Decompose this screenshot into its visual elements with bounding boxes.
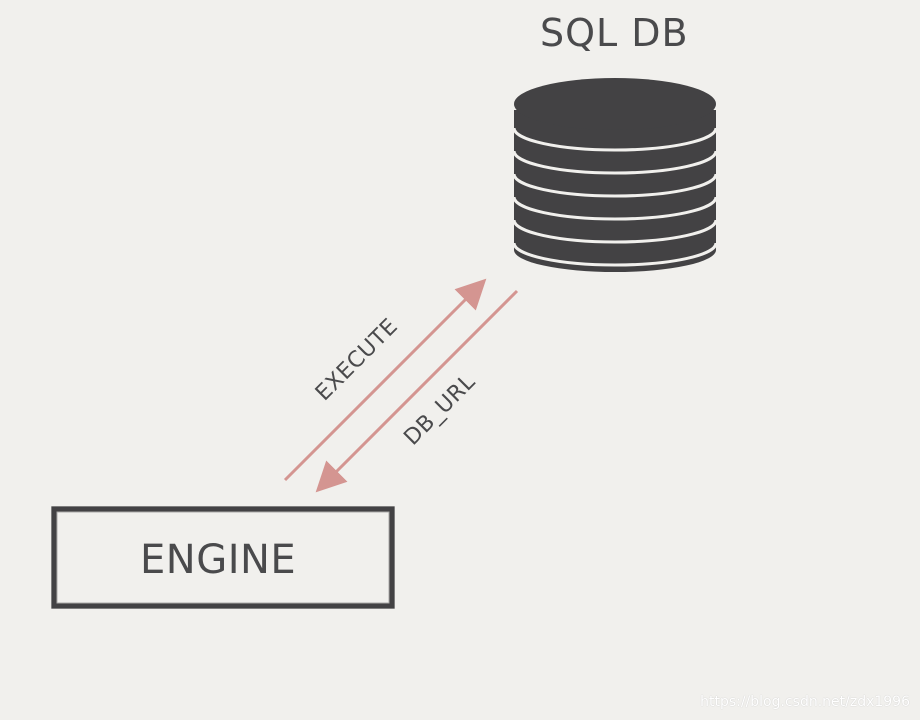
engine-label: ENGINE (140, 537, 297, 583)
execute-arrow (283, 278, 487, 482)
db-title: SQL DB (540, 11, 689, 55)
engine-box (51, 506, 395, 609)
watermark: https://blog.csdn.net/zdx1996 (700, 694, 910, 710)
db-url-arrow (315, 289, 519, 493)
database-icon (512, 78, 718, 272)
